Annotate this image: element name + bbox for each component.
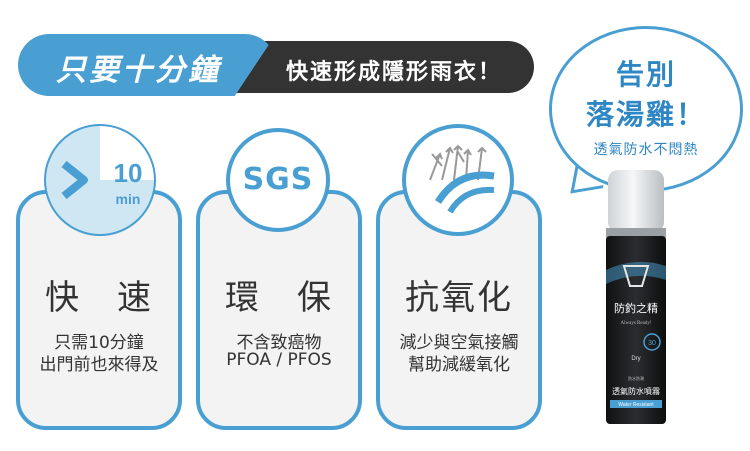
timer-number: 10 xyxy=(114,158,143,188)
card-title: 環 保 xyxy=(225,278,333,318)
product-tagline: Always Ready! xyxy=(621,321,652,326)
banner-blue-segment xyxy=(18,34,276,96)
banner-dark-text: 快速形成隱形雨衣！ xyxy=(286,60,503,85)
card-desc-line-2: 出門前也來得及 xyxy=(39,355,159,375)
product-badge: 30 xyxy=(648,340,656,347)
product-sub-label: Water Resistant xyxy=(618,402,654,408)
bubble-line-1: 告別 xyxy=(615,58,676,91)
spray-can-image: 防釣之精 Always Ready! 30 Dry 防水防潮 透氣防水噴霧 Wa… xyxy=(606,170,666,424)
sgs-badge-icon: SGS xyxy=(226,128,330,232)
headline-banner: 只要十分鐘 快速形成隱形雨衣！ xyxy=(18,28,540,102)
product-name: 透氣防水噴霧 xyxy=(612,386,660,396)
card-desc-line-1: 減少與空氣接觸 xyxy=(399,333,519,353)
banner-blue-text: 只要十分鐘 xyxy=(56,53,221,88)
card-title: 快 速 xyxy=(45,278,153,318)
card-desc-line-2: 幫助減緩氧化 xyxy=(408,355,510,375)
shield-arrows-icon xyxy=(402,124,514,236)
product-dry-label: Dry xyxy=(631,356,640,362)
bubble-line-3: 透氣防水不悶熱 xyxy=(593,142,699,158)
feature-card-antioxidant: 抗氧化 減少與空氣接觸 幫助減緩氧化 xyxy=(376,190,542,430)
bubble-line-2: 落湯雞！ xyxy=(585,98,706,131)
timer-10-min-icon: 10 min xyxy=(44,124,156,236)
sgs-text: SGS xyxy=(242,162,314,197)
card-desc-line-2: PFOA / PFOS xyxy=(226,350,332,370)
product-small-label: 防水防潮 xyxy=(628,375,644,381)
product-brand: 防釣之精 xyxy=(614,301,658,315)
card-title: 抗氧化 xyxy=(405,278,513,318)
timer-unit: min xyxy=(116,191,141,207)
callout-bubble: 告別 落湯雞！ 透氣防水不悶熱 xyxy=(549,26,743,192)
card-desc-line-1: 不含致癌物 xyxy=(236,333,322,353)
feature-card-fast: 快 速 只需10分鐘 出門前也來得及 xyxy=(16,190,182,430)
card-desc-line-1: 只需10分鐘 xyxy=(54,333,144,353)
